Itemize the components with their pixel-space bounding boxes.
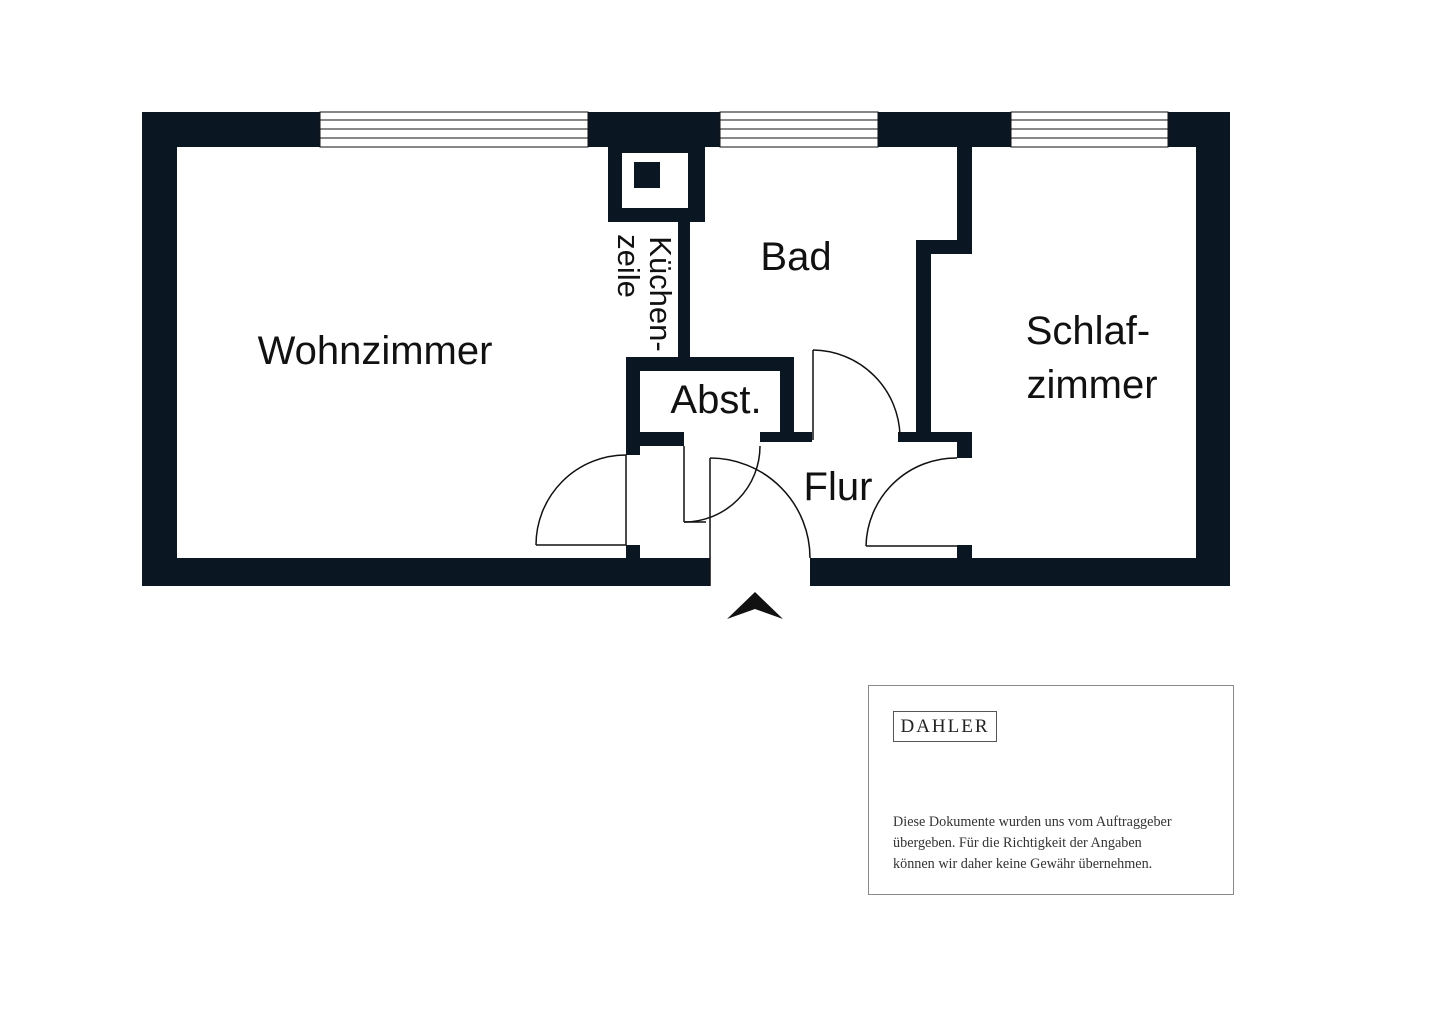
windows [319,111,1169,148]
wall-kitchen-bath [678,222,690,362]
shaft-block-bottom [608,208,705,222]
disclaimer-box: DAHLER Diese Dokumente wurden uns vom Au… [868,685,1234,895]
outer-wall-top-mid [588,112,720,147]
label-schlafzimmer-line1: Schlaf- [1026,309,1151,353]
wall-abst-left [626,357,640,455]
disclaimer-line-3: können wir daher keine Gewähr übernehmen… [893,856,1153,872]
window-living [319,111,589,148]
outer-wall-right [1196,112,1230,586]
door-bedroom [865,457,958,547]
label-kuechenzeile-line1: Küchen- [643,236,678,351]
wall-stub-living [626,545,640,559]
door-living [535,454,627,546]
label-schlafzimmer-line2: zimmer [1026,363,1157,407]
door-entrance [709,457,811,586]
label-abstellraum: Abst. [670,378,761,422]
window-bath [719,111,879,148]
door-bath [812,349,901,440]
disclaimer-line-2: übergeben. Für die Richtigkeit der Angab… [893,835,1142,851]
outer-wall-bottom-left [142,558,710,586]
label-kuechenzeile: Küchen- zeile [611,234,678,352]
shaft-block-left [608,147,622,222]
wall-abst-bottom-right [760,432,812,442]
entrance-arrow-icon [727,592,783,619]
door-abst [683,445,761,523]
label-bad: Bad [760,235,831,279]
outer-wall-left [142,112,177,586]
wall-bath-flur-ledge [898,432,972,442]
doors [535,349,958,586]
wall-bath-bed-lower [916,240,931,440]
wall-abst-bottom-left [626,432,684,446]
shaft-block-right [688,147,705,222]
brand-logo: DAHLER [893,711,997,742]
label-wohnzimmer: Wohnzimmer [258,329,493,373]
disclaimer-line-1: Diese Dokumente wurden uns vom Auftragge… [893,814,1172,830]
wall-bed-stub-bottom [957,545,972,559]
wall-bed-stub [957,432,972,458]
outer-wall-top-mid2 [878,112,1011,147]
label-kuechenzeile-line2: zeile [611,234,646,298]
wall-bath-bed-upper [957,147,972,250]
walls [142,112,1230,586]
wall-abst-top [626,357,794,371]
shaft-inner-frame-top [622,147,688,153]
disclaimer-text: Diese Dokumente wurden uns vom Auftragge… [893,812,1223,875]
label-flur: Flur [804,465,873,509]
shaft-inner [634,162,660,188]
wall-abst-right [780,357,794,442]
outer-wall-bottom-right [810,558,1230,586]
window-bedroom [1010,111,1169,148]
